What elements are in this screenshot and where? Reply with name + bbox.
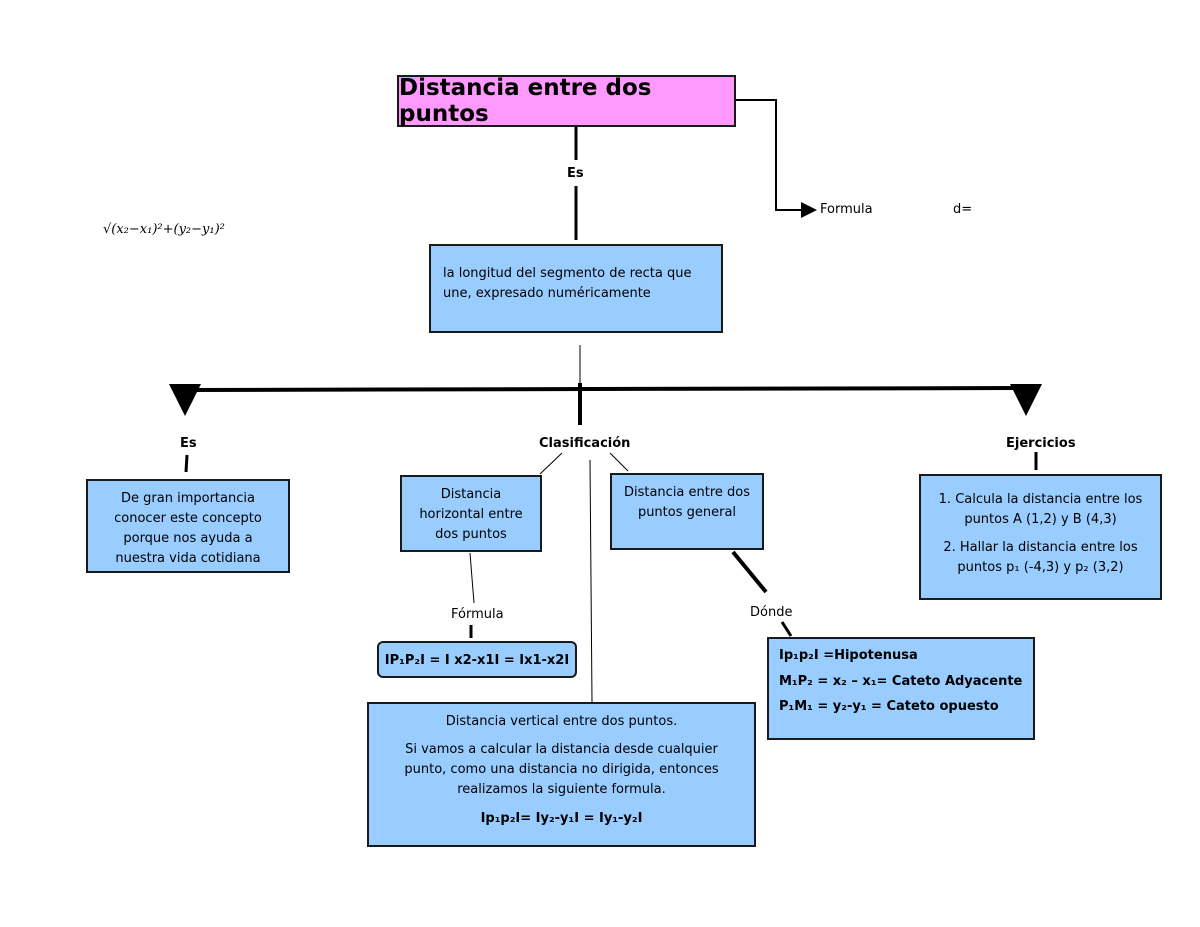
es-branch-label: Es xyxy=(180,436,197,451)
donde-box: Ip₁p₂I =Hipotenusa M₁P₂ = x₂ – x₁= Catet… xyxy=(767,637,1035,740)
horizontal-distance-box: Distancia horizontal entre dos puntos xyxy=(400,475,542,552)
donde-box-connector xyxy=(780,621,793,637)
donde-line-adyacente: M₁P₂ = x₂ – x₁= Cateto Adyacente xyxy=(779,673,1023,689)
clas-vertical-connector xyxy=(589,459,593,703)
vertical-distance-title: Distancia vertical entre dos puntos. xyxy=(445,714,678,729)
definition-box: la longitud del segmento de recta que un… xyxy=(429,244,723,333)
donde-line-opuesto: P₁M₁ = y₂-y₁ = Cateto opuesto xyxy=(779,699,999,715)
horizontal-formula-text: IP₁P₂I = I x2-x1I = Ix1-x2I xyxy=(384,653,570,668)
general-distance-text: Distancia entre dos puntos general xyxy=(623,485,751,521)
distance-formula-expression: √(x₂−x₁)²+(y₂−y₁)² xyxy=(103,222,225,237)
clasificacion-label: Clasificación xyxy=(539,436,631,451)
ejercicio-item-1: 1. Calcula la distancia entre los puntos… xyxy=(938,492,1143,528)
formula-sub-label: Fórmula xyxy=(451,607,504,622)
general-donde-connector xyxy=(731,550,768,594)
horizontal-formula-connector xyxy=(469,552,475,604)
title-box: Distancia entre dos puntos xyxy=(397,75,736,127)
donde-label: Dónde xyxy=(750,605,793,620)
donde-line-hipotenusa: Ip₁p₂I =Hipotenusa xyxy=(779,648,918,663)
vertical-distance-formula: Ip₁p₂I= Iy₂-y₁I = Iy₁-y₂I xyxy=(480,810,643,826)
general-distance-box: Distancia entre dos puntos general xyxy=(610,473,764,550)
es-box-text: De gran importancia conocer este concept… xyxy=(114,491,262,567)
horizontal-formula-box: IP₁P₂I = I x2-x1I = Ix1-x2I xyxy=(377,641,577,678)
title-formula-connector xyxy=(736,99,817,218)
ejercicios-box: 1. Calcula la distancia entre los puntos… xyxy=(919,474,1162,600)
es-box-connector xyxy=(184,454,189,473)
title-text: Distancia entre dos puntos xyxy=(399,75,652,127)
vertical-distance-box: Distancia vertical entre dos puntos. Si … xyxy=(367,702,756,847)
clas-general-connector xyxy=(609,452,629,472)
clas-horizontal-connector xyxy=(539,452,563,475)
es-box: De gran importancia conocer este concept… xyxy=(86,479,290,573)
horizontal-distance-text: Distancia horizontal entre dos puntos xyxy=(419,487,523,543)
top-es-label: Es xyxy=(567,166,584,181)
vertical-distance-text: Si vamos a calcular la distancia desde c… xyxy=(404,742,719,798)
definition-text: la longitud del segmento de recta que un… xyxy=(443,266,692,302)
ejercicios-label: Ejercicios xyxy=(1006,436,1076,451)
formula-d-label: d= xyxy=(953,202,973,217)
branch-bar xyxy=(184,386,1027,392)
ejercicio-item-2: 2. Hallar la distancia entre los puntos … xyxy=(943,540,1138,576)
formula-label: Formula xyxy=(820,202,873,217)
